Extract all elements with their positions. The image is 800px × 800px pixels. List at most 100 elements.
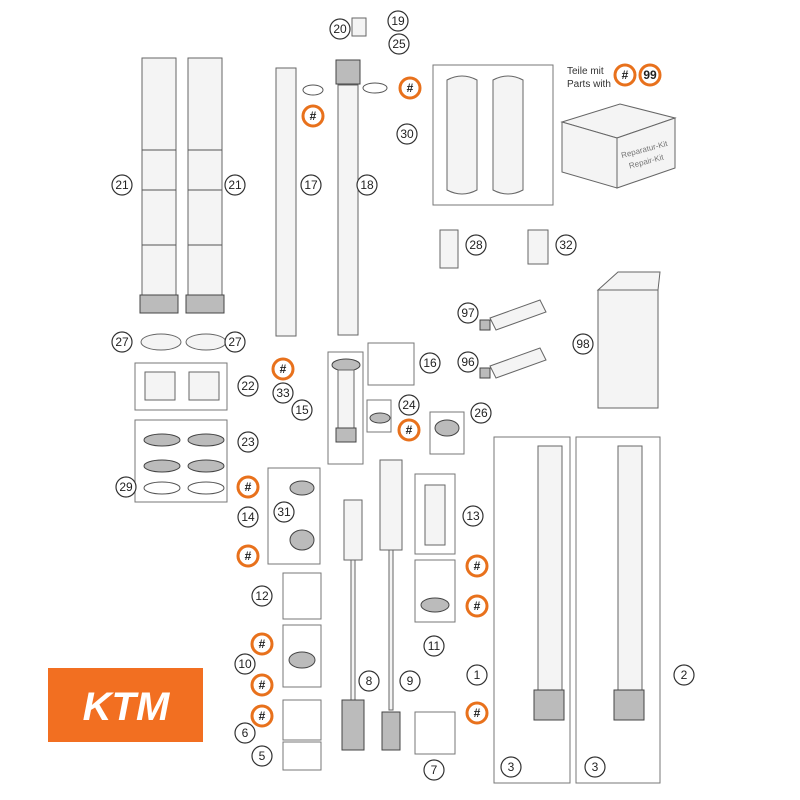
callout-label: # — [474, 559, 481, 573]
callout-5: 5 — [251, 745, 273, 767]
callout-label: 18 — [360, 178, 374, 192]
group-box-6 — [282, 699, 322, 741]
callout-label: 21 — [115, 178, 129, 192]
clip-27-left — [140, 333, 182, 351]
callout-15: 15 — [291, 399, 313, 421]
callout-label: # — [245, 480, 252, 494]
cap-screw — [351, 17, 367, 37]
callout-16: 16 — [419, 352, 441, 374]
group-box-24 — [366, 399, 392, 433]
callout-7: 7 — [423, 759, 445, 781]
callout-31: 31 — [273, 501, 295, 523]
callout-30: 30 — [396, 123, 418, 145]
callout-label: 3 — [592, 760, 599, 774]
callout-label: # — [245, 549, 252, 563]
callout-29: 29 — [115, 476, 137, 498]
callout-label: 11 — [428, 639, 441, 653]
callout-label: 29 — [119, 480, 133, 494]
o-ring — [302, 84, 324, 96]
callout-12: 12 — [251, 585, 273, 607]
grease-tube-97 — [489, 299, 547, 331]
group-box-16 — [367, 342, 415, 386]
callout-11: 11 — [423, 635, 445, 657]
callout-label: # — [259, 678, 266, 692]
callout-18: 18 — [356, 174, 378, 196]
repair-kit-marker: # — [398, 76, 422, 100]
group-box-1 — [493, 436, 571, 784]
fork-cap — [335, 59, 361, 85]
group-box-10 — [282, 624, 322, 688]
callout-label: 25 — [392, 37, 406, 51]
group-box-2 — [575, 436, 661, 784]
callout-label: 27 — [228, 335, 242, 349]
ktm-logo: KTM — [48, 668, 203, 742]
callout-14: 14 — [237, 506, 259, 528]
repair-kit-marker: # — [236, 475, 260, 499]
callout-98: 98 — [572, 333, 594, 355]
callout-13: 13 — [462, 505, 484, 527]
callout-1: 1 — [466, 664, 488, 686]
callout-label: 7 — [431, 763, 438, 777]
callout-23: 23 — [237, 431, 259, 453]
callout-3: 3 — [584, 756, 606, 778]
repair-kit-box: Reparatur-Kit Repair-Kit — [560, 103, 677, 189]
callout-22: 22 — [237, 375, 259, 397]
group-box-12 — [282, 572, 322, 620]
group-box-22 — [134, 362, 228, 411]
group-box-23 — [134, 419, 228, 503]
callout-label: 9 — [407, 674, 414, 688]
callout-25: 25 — [388, 33, 410, 55]
repair-kit-marker: # — [250, 704, 274, 728]
callout-label: 16 — [423, 356, 437, 370]
repair-kit-marker: # — [250, 632, 274, 656]
callout-10: 10 — [234, 653, 256, 675]
callout-19: 19 — [387, 10, 409, 32]
callout-17: 17 — [300, 174, 322, 196]
group-box-14 — [267, 467, 321, 565]
group-box-7 — [414, 711, 456, 755]
outer-tube-left — [139, 57, 179, 314]
callout-label: 13 — [466, 509, 480, 523]
repair-kit-marker: # — [465, 701, 489, 725]
callout-28: 28 — [465, 234, 487, 256]
callout-label: # — [310, 109, 317, 123]
callout-label: 2 — [681, 668, 688, 682]
group-box-5 — [282, 741, 322, 771]
inner-tube-17 — [275, 67, 297, 337]
callout-27: 27 — [224, 331, 246, 353]
callout-6: 6 — [234, 722, 256, 744]
callout-label: 10 — [238, 657, 252, 671]
callout-97: 97 — [457, 302, 479, 324]
ktm-logo-text: KTM — [83, 685, 171, 729]
callout-20: 20 — [329, 18, 351, 40]
callout-24: 24 — [398, 394, 420, 416]
callout-8: 8 — [358, 670, 380, 692]
grease-tube-96 — [489, 347, 547, 379]
callout-3: 3 — [500, 756, 522, 778]
repair-kit-marker: # — [301, 104, 325, 128]
o-ring-2 — [362, 82, 388, 94]
callout-label: 23 — [241, 435, 255, 449]
callout-label: 14 — [241, 510, 255, 524]
callout-21: 21 — [111, 174, 133, 196]
repair-kit-marker: # — [236, 544, 260, 568]
oil-can-98 — [596, 271, 661, 409]
callout-label: 5 — [259, 749, 266, 763]
callout-label: 17 — [304, 178, 318, 192]
group-box-13 — [414, 473, 456, 555]
callout-label: 30 — [400, 127, 414, 141]
callout-label: 22 — [241, 379, 255, 393]
callout-label: 8 — [366, 674, 373, 688]
part-28 — [439, 229, 459, 269]
callout-label: 19 — [391, 14, 405, 28]
callout-label: # — [406, 423, 413, 437]
callout-label: 32 — [559, 238, 573, 252]
repair-kit-marker: # — [271, 357, 295, 381]
callout-label: # — [407, 81, 414, 95]
repair-kit-marker: # — [465, 594, 489, 618]
callout-label: 98 — [576, 337, 590, 351]
group-box-15 — [327, 351, 364, 465]
callout-label: 1 — [474, 668, 481, 682]
